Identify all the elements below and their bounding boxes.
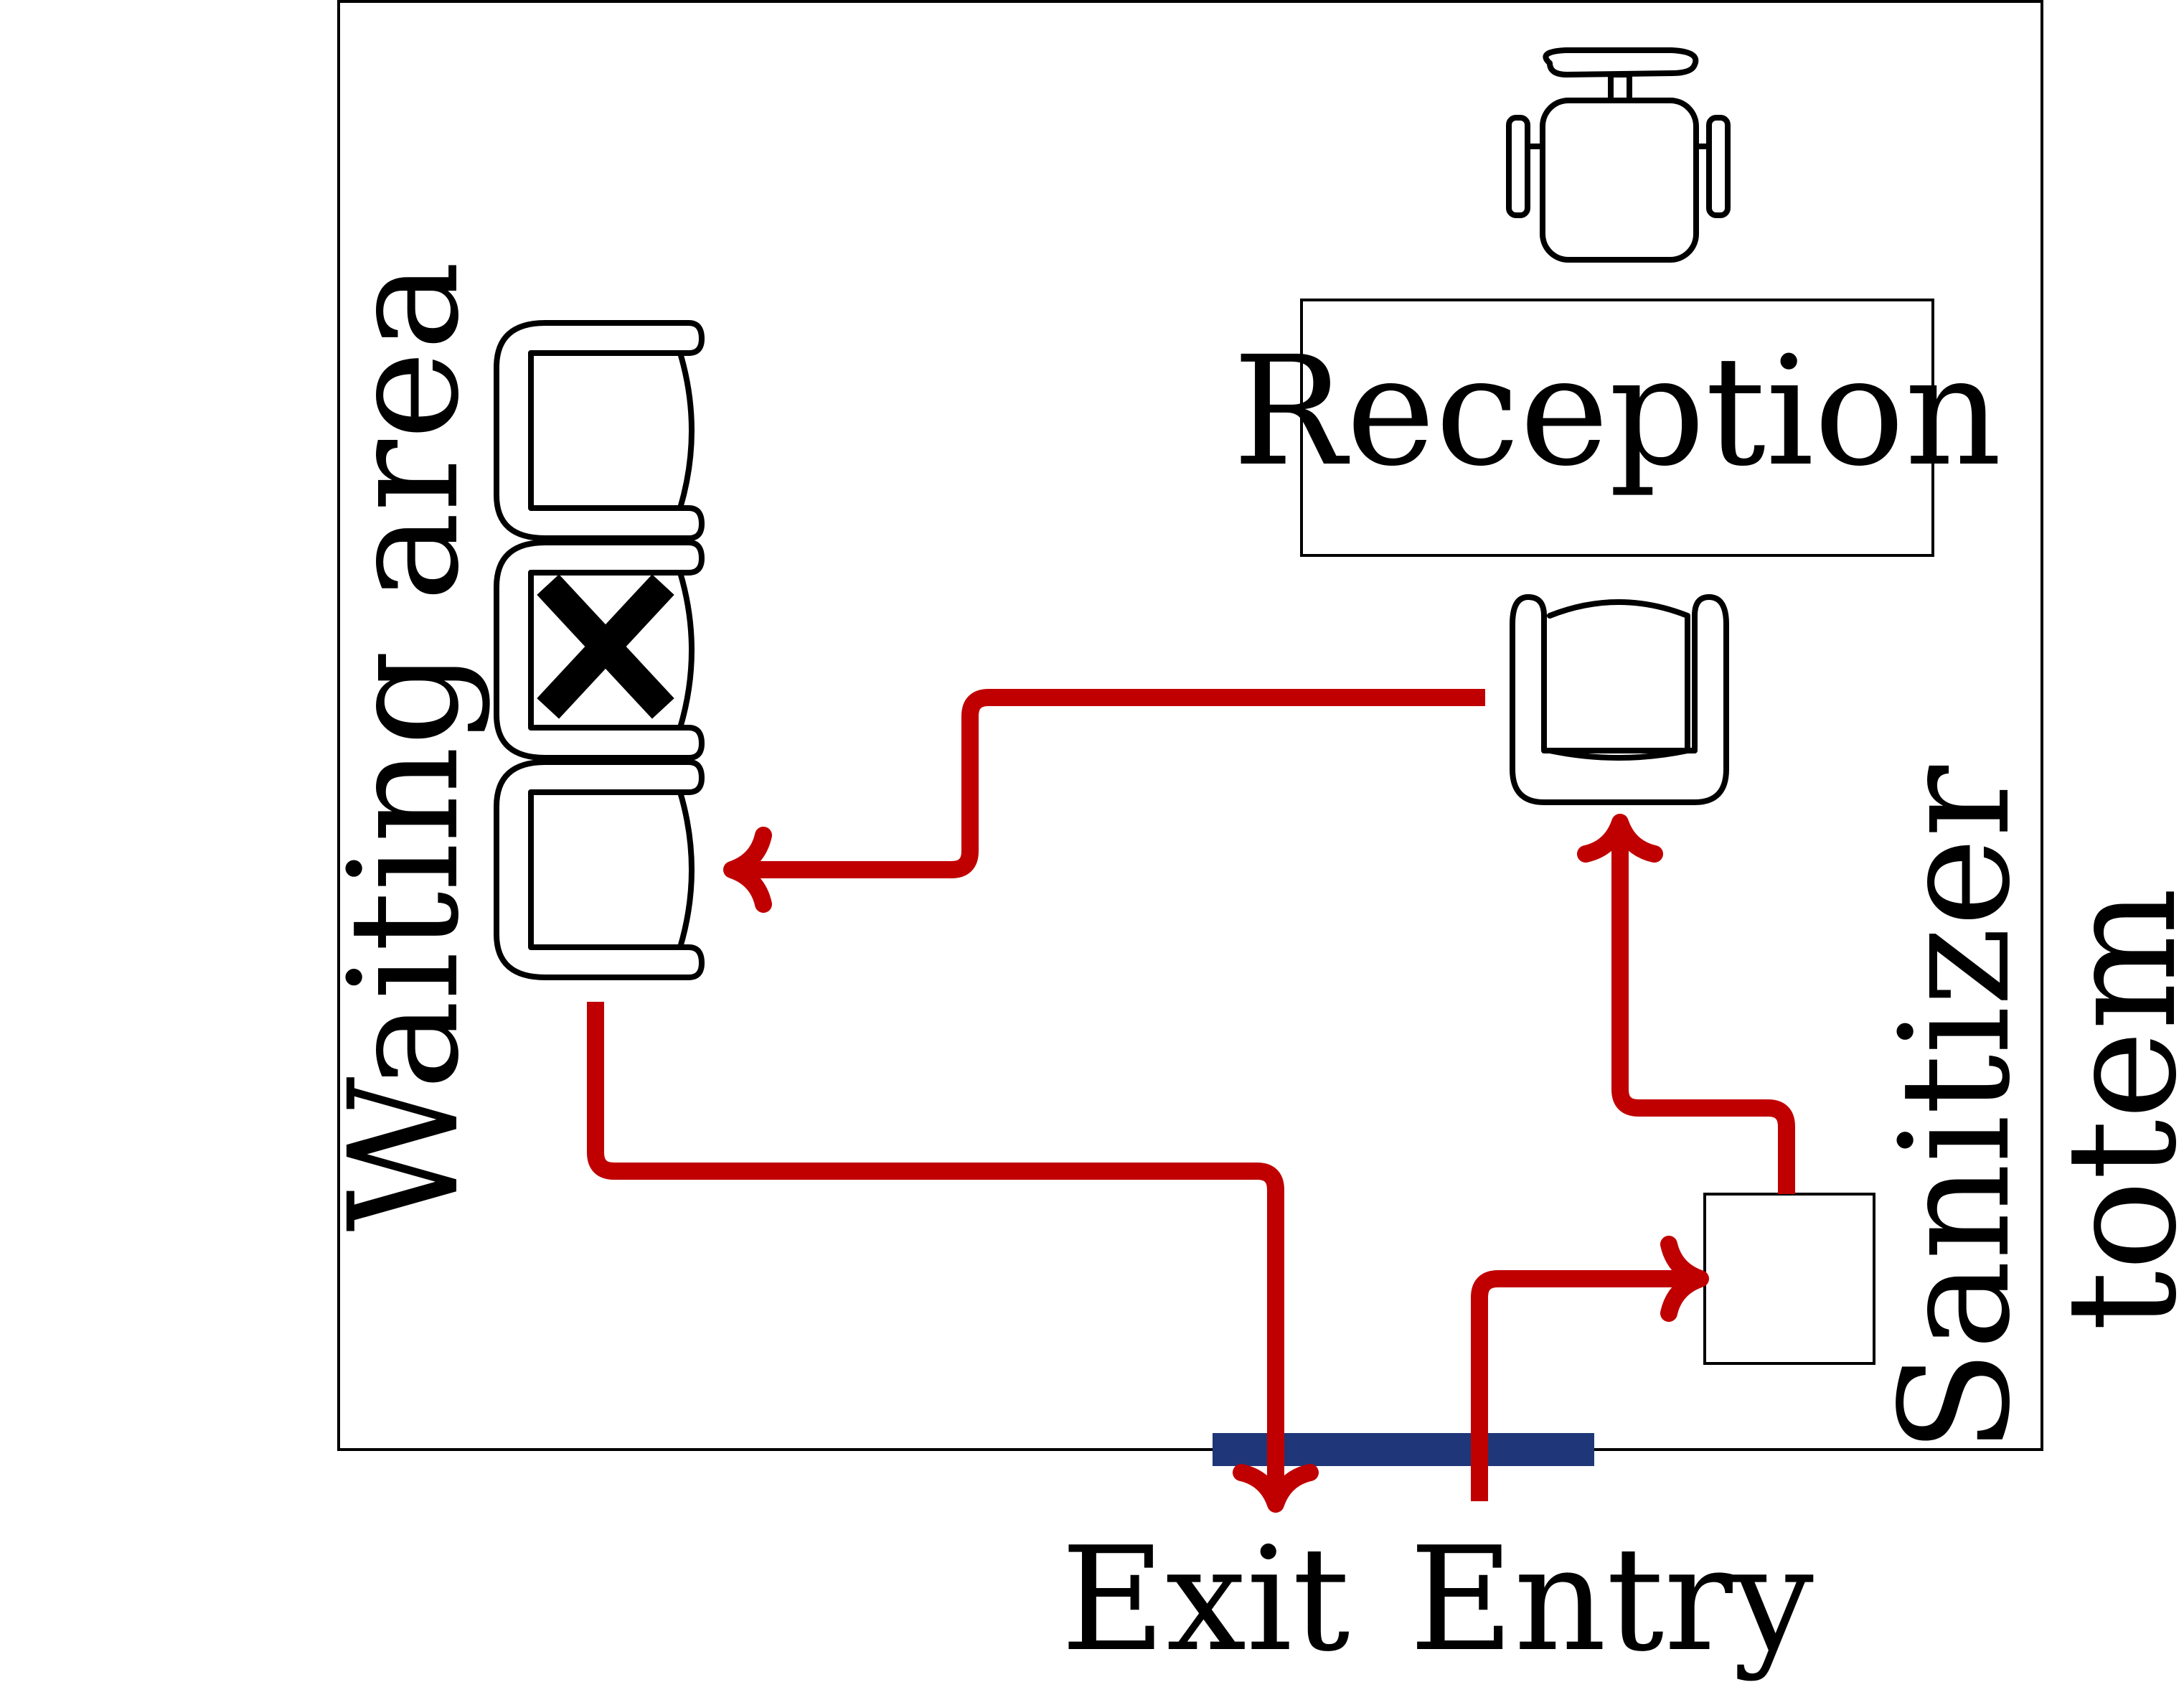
route-waiting-to-exit bbox=[587, 1002, 1284, 1500]
receptionist-chair-icon bbox=[1506, 47, 1731, 263]
reception-label: Reception bbox=[1233, 324, 2002, 499]
waiting-chair-2-icon bbox=[494, 540, 705, 761]
sanitizer-label: Sanitizer bbox=[1868, 765, 2043, 1453]
arrow-to-waiting-area bbox=[723, 827, 772, 913]
route-reception-to-waiting bbox=[735, 689, 1485, 878]
room-outline bbox=[337, 0, 2043, 1451]
route-sanitizer-to-reception bbox=[1611, 825, 1795, 1194]
reception-visitor-chair-icon bbox=[1510, 594, 1729, 805]
waiting-chair-3-icon bbox=[494, 759, 705, 980]
arrow-to-exit bbox=[1233, 1464, 1319, 1513]
waiting-chair-1-icon bbox=[494, 320, 705, 541]
totem-label: totem bbox=[2034, 888, 2184, 1332]
arrow-to-reception-chair bbox=[1577, 814, 1663, 863]
x-mark-icon bbox=[537, 574, 674, 719]
visitor-route bbox=[587, 689, 1795, 1513]
waiting-area-label: Waiting area bbox=[316, 260, 492, 1231]
reception-desk bbox=[1300, 299, 1934, 557]
route-entry-to-sanitizer bbox=[1471, 1270, 1698, 1501]
sanitizer-totem bbox=[1703, 1193, 1875, 1365]
entry-label: Entry bbox=[1409, 1516, 1814, 1683]
exit-label: Exit bbox=[1060, 1516, 1350, 1683]
arrow-to-sanitizer bbox=[1660, 1236, 1709, 1322]
